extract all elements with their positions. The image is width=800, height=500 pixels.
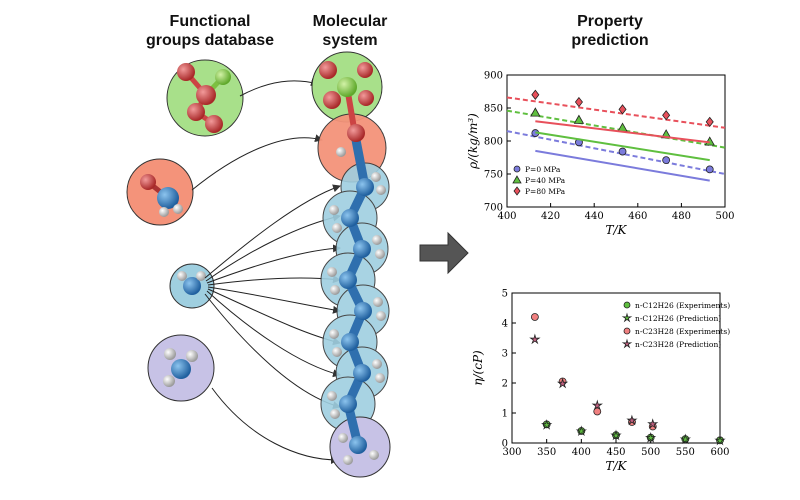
data-point <box>593 407 602 416</box>
y-tick-label: 700 <box>484 203 503 214</box>
x-tick-label: 480 <box>672 211 691 222</box>
data-point <box>573 114 585 124</box>
mapping-arrows <box>191 78 341 464</box>
data-point <box>662 110 671 121</box>
heading-line: groups database <box>145 32 275 49</box>
legend-entry: P=80 MPa <box>525 187 566 196</box>
heading-line: system <box>322 32 378 49</box>
legend-entry: P=0 MPa <box>525 165 561 174</box>
data-point <box>647 418 659 429</box>
data-point <box>556 377 569 389</box>
data-point <box>531 89 540 100</box>
data-point <box>574 96 583 108</box>
data-point <box>610 429 622 441</box>
legend-entry: n-C12H26 (Experiments) <box>635 301 730 310</box>
data-point <box>621 338 633 349</box>
x-axis-label: T/K <box>605 459 627 473</box>
data-point <box>591 399 603 411</box>
data-point <box>705 165 714 174</box>
heading-line: Property <box>577 13 643 30</box>
fit-line-solid <box>535 120 710 144</box>
x-tick-label: 500 <box>715 211 734 222</box>
legend-entry: n-C23H28 (Experiments) <box>635 327 730 336</box>
data-point <box>623 301 631 309</box>
y-axis-label: η/(cP) <box>471 350 485 386</box>
data-point <box>626 414 638 426</box>
data-point <box>513 165 521 173</box>
process-arrow-icon <box>419 231 469 275</box>
x-tick-label: 400 <box>572 447 591 458</box>
y-tick-label: 0 <box>502 439 508 450</box>
y-tick-label: 4 <box>502 319 508 330</box>
data-point <box>679 433 691 445</box>
data-point <box>618 147 627 156</box>
data-point <box>617 122 628 132</box>
y-tick-label: 2 <box>502 379 508 390</box>
data-point <box>714 434 726 446</box>
x-tick-label: 450 <box>606 447 625 458</box>
x-tick-label: 500 <box>641 447 660 458</box>
x-tick-label: 440 <box>585 211 604 222</box>
data-point <box>513 186 521 196</box>
x-tick-label: 300 <box>502 447 521 458</box>
heading-line: Functional <box>169 13 251 30</box>
x-tick-label: 600 <box>710 447 729 458</box>
fit-line-dashed <box>506 96 726 129</box>
fit-line-dashed <box>506 130 726 175</box>
heading-line: Molecular <box>312 13 388 30</box>
viscosity-chart: 300 350 400 450 500 550 600 0 1 2 3 4 5T/K η/(cP) n-C1… <box>471 289 730 474</box>
data-point <box>529 333 541 345</box>
y-tick-label: 900 <box>484 71 503 82</box>
y-tick-label: 5 <box>502 289 508 300</box>
data-point <box>662 156 671 165</box>
x-tick-label: 400 <box>497 211 516 222</box>
data-point <box>705 116 714 128</box>
y-tick-label: 800 <box>484 137 503 148</box>
fit-line-solid <box>535 131 710 162</box>
functional-group-ch2-icon <box>169 263 215 309</box>
data-point <box>541 419 553 430</box>
data-point <box>621 312 633 323</box>
x-tick-label: 550 <box>676 447 695 458</box>
x-tick-label: 420 <box>541 211 560 222</box>
data-point <box>645 431 657 443</box>
y-tick-label: 750 <box>484 170 503 181</box>
data-point <box>530 313 539 321</box>
data-point <box>512 175 522 184</box>
molecule-chain-icon <box>311 51 391 478</box>
y-tick-label: 3 <box>502 349 508 360</box>
data-point <box>575 425 587 437</box>
y-axis-label: ρ/(kg/m³) <box>466 113 480 170</box>
data-point <box>618 104 627 115</box>
heading-molecular-system: Molecular system <box>290 12 410 50</box>
heading-functional-groups: Functional groups database <box>140 12 280 50</box>
data-point <box>530 107 541 117</box>
fit-line-dashed <box>506 109 726 149</box>
functional-group-oh-icon <box>126 158 194 226</box>
functional-group-po4-icon <box>166 59 244 137</box>
legend-entry: n-C23H28 (Prediction) <box>635 340 721 349</box>
legend-entry: P=40 MPa <box>525 176 566 185</box>
x-tick-label: 460 <box>628 211 647 222</box>
y-tick-label: 850 <box>484 104 503 115</box>
x-tick-label: 350 <box>537 447 556 458</box>
y-tick-label: 1 <box>502 409 508 420</box>
fit-line-solid <box>535 149 710 182</box>
x-axis-label: T/K <box>605 223 627 237</box>
legend-entry: n-C12H26 (Prediction) <box>635 314 721 323</box>
heading-property-prediction: Property prediction <box>550 12 670 50</box>
data-point <box>623 327 631 335</box>
heading-line: prediction <box>571 32 649 49</box>
functional-group-ch3-icon <box>147 334 215 402</box>
